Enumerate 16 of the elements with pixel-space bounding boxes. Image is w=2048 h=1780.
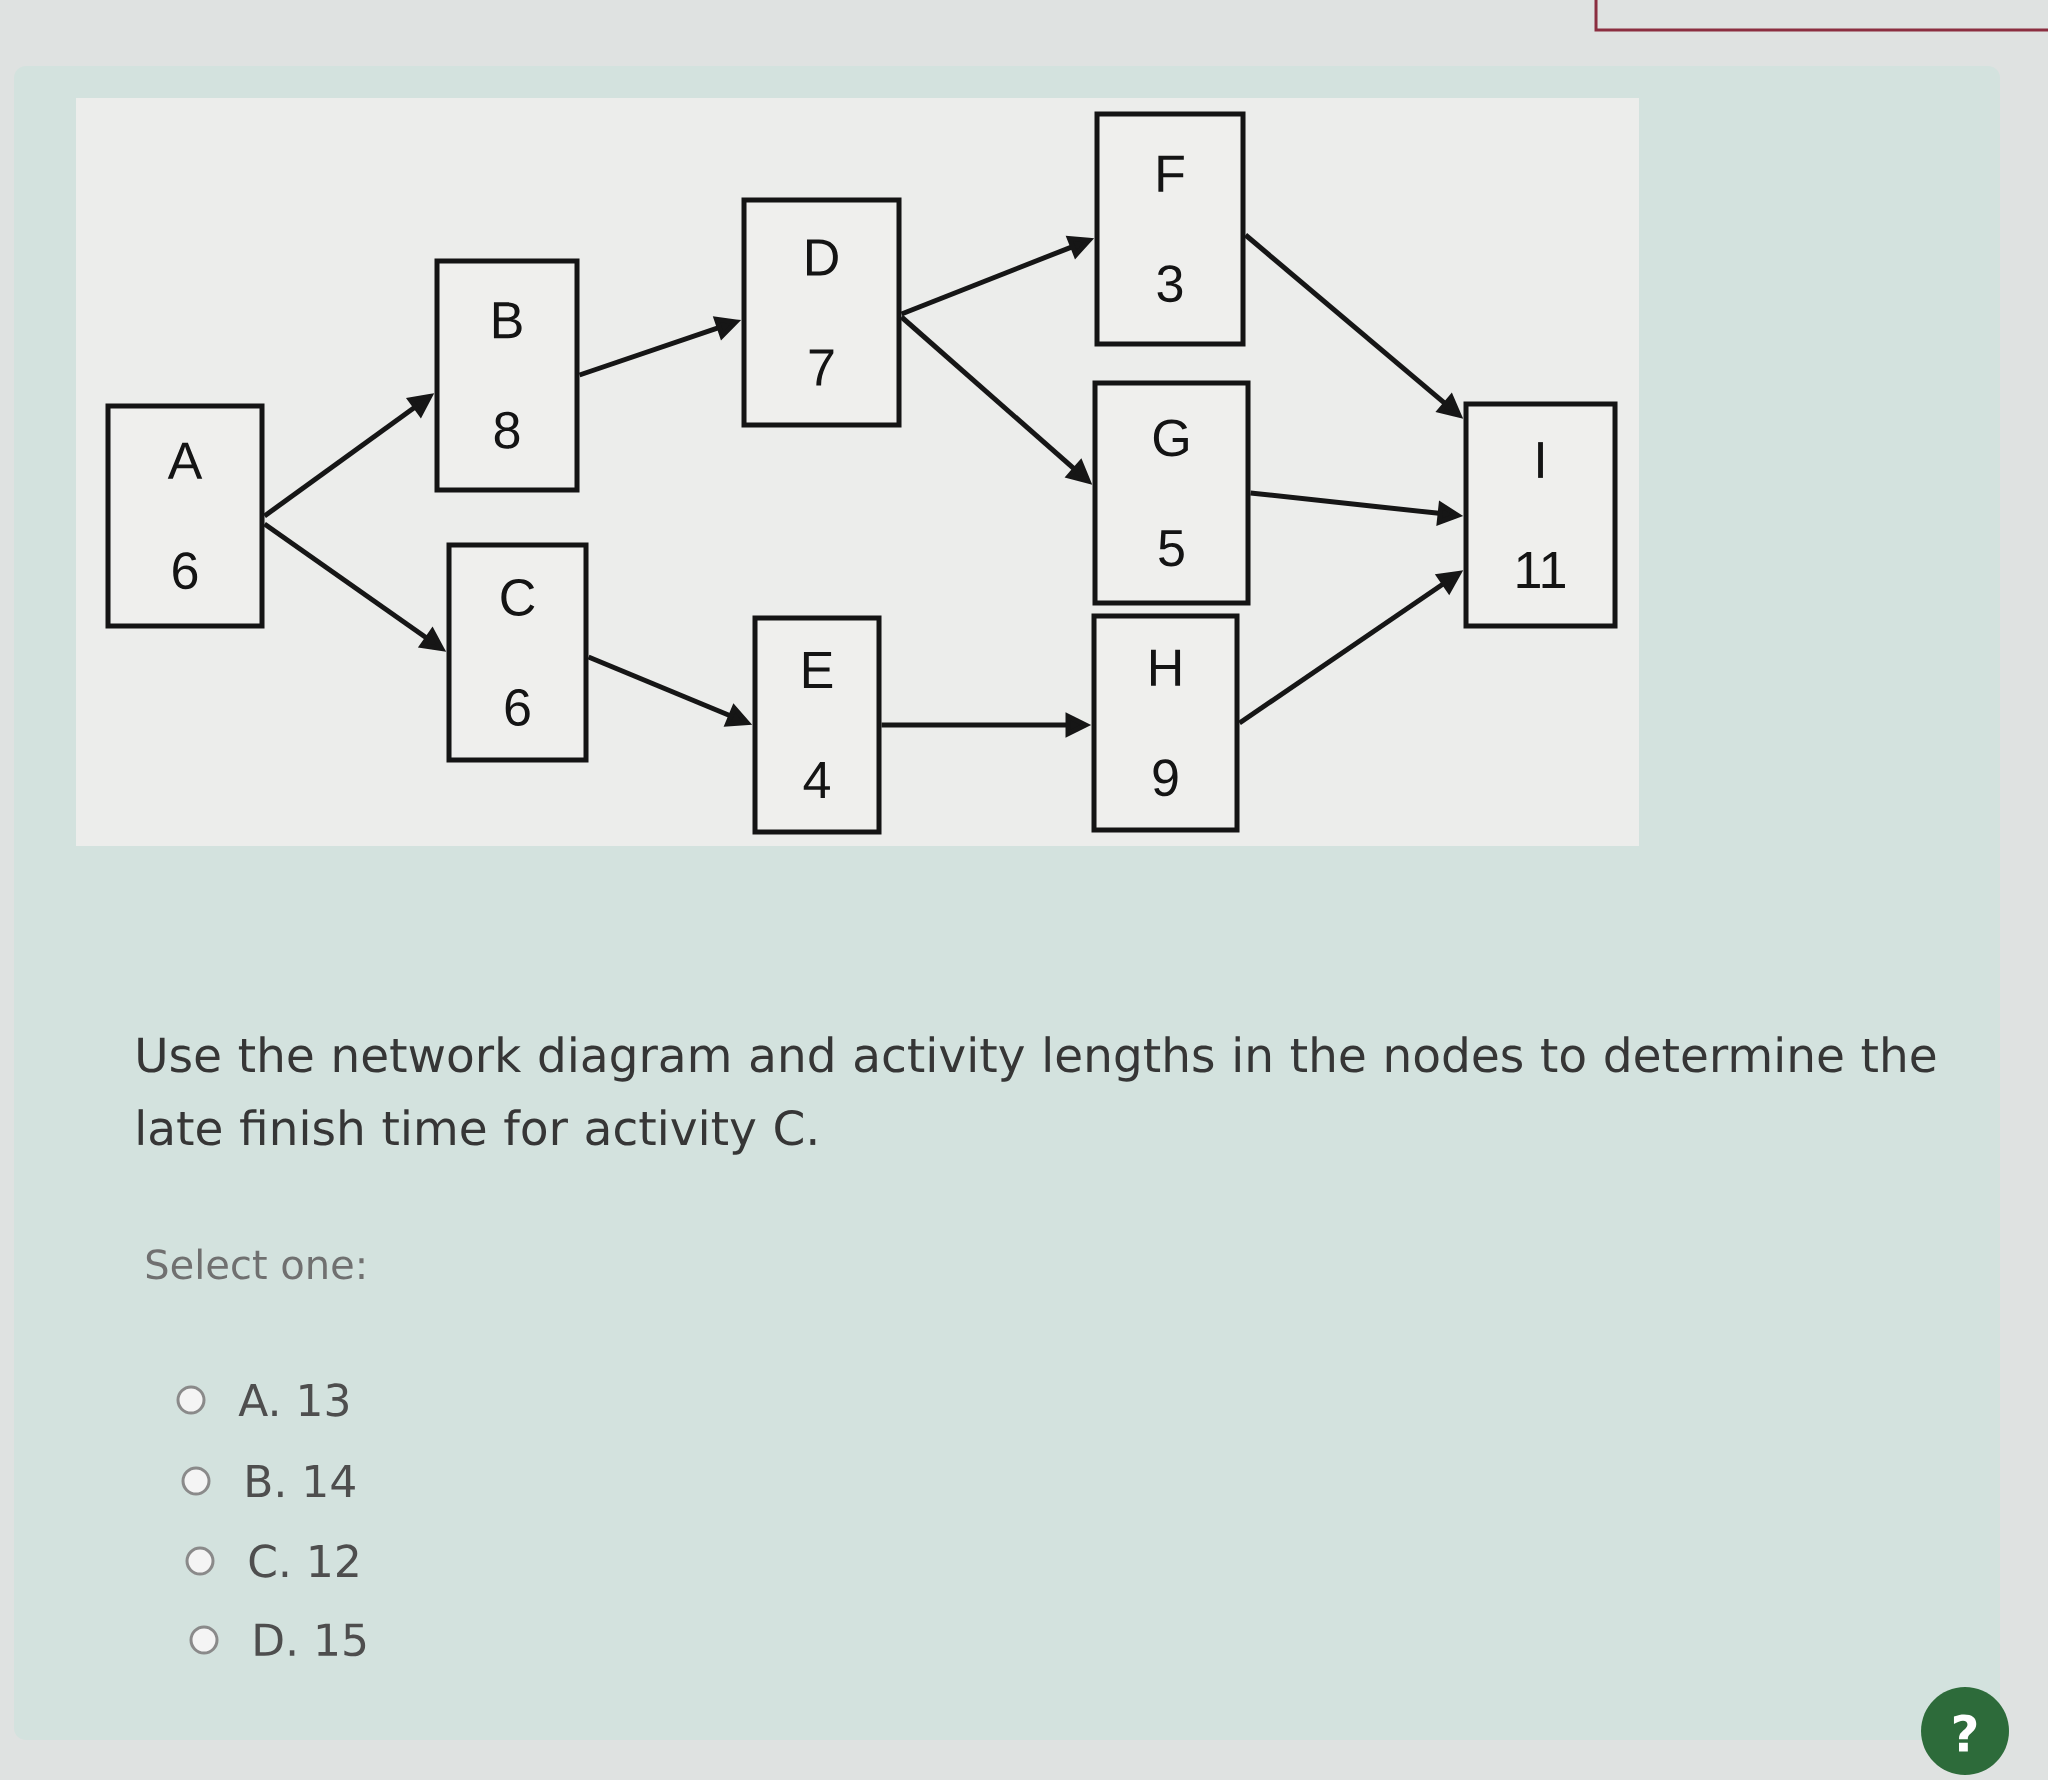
instruction-text: Select one: <box>146 1248 364 1280</box>
activity-box: E 4 <box>752 615 882 835</box>
answer-option: A. 13 <box>238 1383 348 1417</box>
activity-box: I 11 <box>1463 401 1618 629</box>
answer-option: D. 15 <box>255 1623 366 1657</box>
answer-option: B. 14 <box>247 1464 355 1498</box>
question-text: Use the network diagram and activity lengths in the nodes to determine the late finish time for activity C. <box>138 1036 1936 1155</box>
activity-box: C 6 <box>446 542 589 763</box>
activity-box: G 5 <box>1092 380 1251 606</box>
answer-option: C. 12 <box>249 1544 358 1578</box>
help-button: ? <box>1921 1687 2009 1775</box>
activity-box: H 9 <box>1091 613 1240 833</box>
activity-box: A 6 <box>105 403 265 629</box>
activity-box: D 7 <box>741 197 902 428</box>
activity-box: B 8 <box>434 258 580 493</box>
activity-box: F 3 <box>1094 111 1246 347</box>
